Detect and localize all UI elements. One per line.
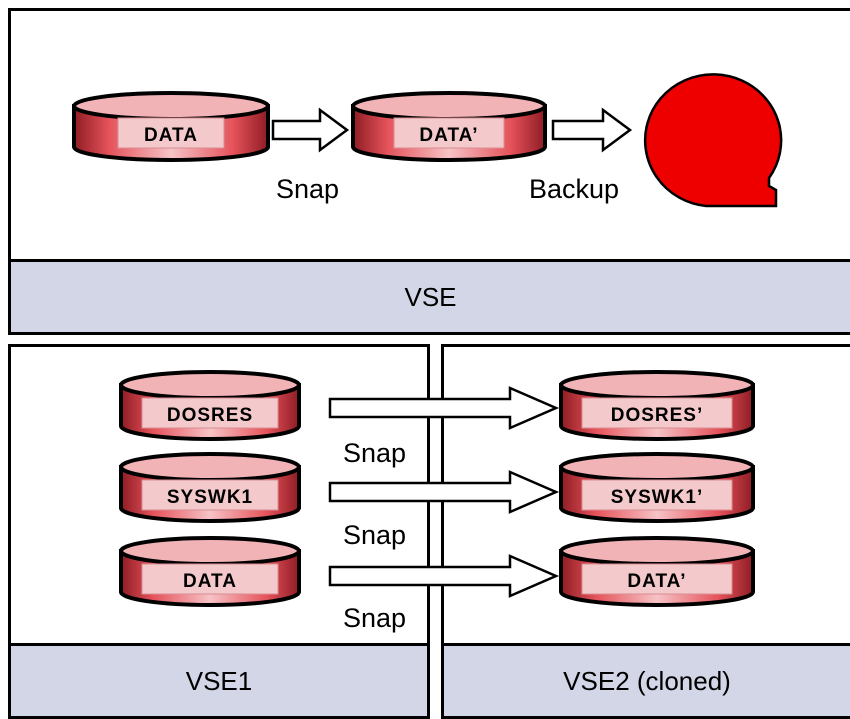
snap-arrow-top xyxy=(271,107,350,153)
disk-dosres: DOSRES xyxy=(119,370,301,441)
vse2-label: VSE2 (cloned) xyxy=(563,665,731,696)
snap-label-syswk1: Snap xyxy=(343,520,406,550)
vse1-label: VSE1 xyxy=(185,665,253,696)
vse-label: VSE xyxy=(404,281,457,312)
disk-data-label: DATA xyxy=(144,125,198,146)
vse-label-band: VSE xyxy=(11,259,850,332)
disk-syswk1-prime: SYSWK1’ xyxy=(559,452,755,523)
disk-data-vse2: DATA’ xyxy=(559,536,755,607)
snap-arrow-dosres xyxy=(328,386,560,430)
disk-data-vse2-label: DATA’ xyxy=(627,571,686,592)
disk-data: DATA xyxy=(72,91,270,162)
disk-data-prime-label: DATA’ xyxy=(419,125,478,146)
snap-label-data: Snap xyxy=(343,603,406,633)
snap-label-top: Snap xyxy=(276,174,339,204)
backup-arrow xyxy=(551,107,633,153)
disk-dosres-prime-label: DOSRES’ xyxy=(611,405,704,426)
disk-syswk1-prime-label: SYSWK1’ xyxy=(611,487,704,508)
tape-icon xyxy=(643,73,783,208)
disk-syswk1-label: SYSWK1 xyxy=(167,487,253,508)
backup-label: Backup xyxy=(529,174,619,204)
disk-dosres-label: DOSRES xyxy=(167,405,253,426)
disk-data-prime: DATA’ xyxy=(351,91,547,162)
snap-arrow-syswk1 xyxy=(328,470,560,514)
snap-label-dosres: Snap xyxy=(343,438,406,468)
vse1-label-band: VSE1 xyxy=(11,643,427,716)
snap-arrow-data xyxy=(328,554,560,598)
disk-data-vse1: DATA xyxy=(119,536,301,607)
disk-dosres-prime: DOSRES’ xyxy=(559,370,755,441)
disk-syswk1: SYSWK1 xyxy=(119,452,301,523)
disk-data-vse1-label: DATA xyxy=(183,571,237,592)
vse2-label-band: VSE2 (cloned) xyxy=(444,643,850,716)
